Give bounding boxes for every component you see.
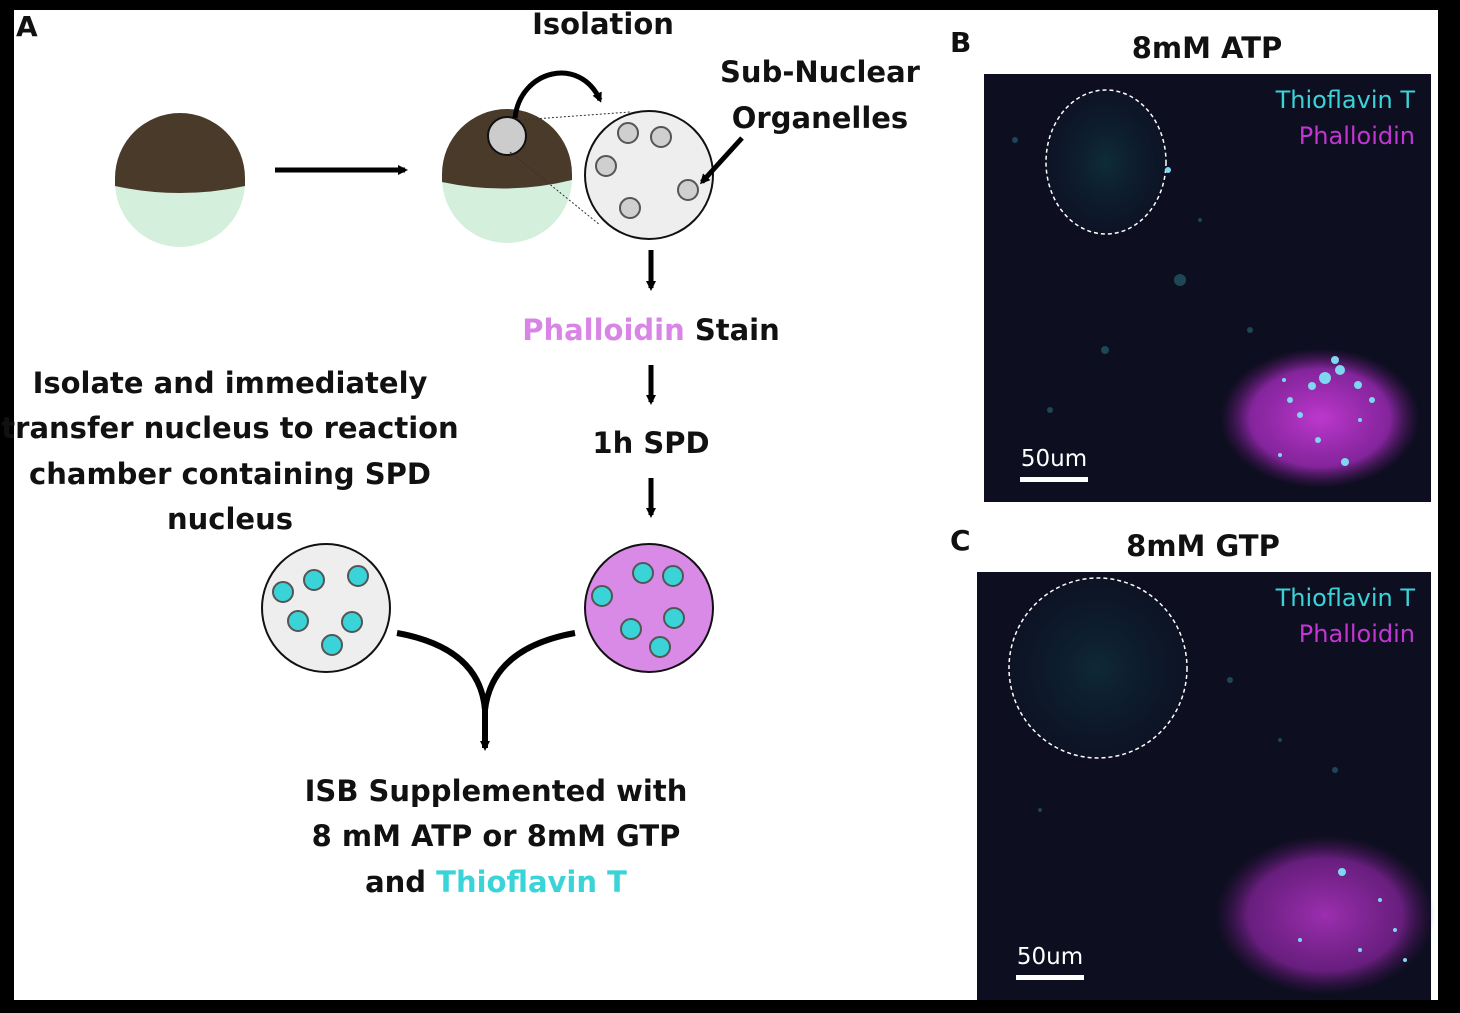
scale-bar-gtp xyxy=(1016,975,1084,980)
panel-b-title: 8mM ATP xyxy=(1132,31,1283,65)
fresh-nucleus xyxy=(261,543,391,673)
spd-label: 1h SPD xyxy=(592,426,709,460)
isolation-label: Isolation xyxy=(532,7,674,41)
stain-word: Stain xyxy=(685,313,780,347)
merge-curve-left xyxy=(396,630,488,711)
background-puncta-gtp xyxy=(1038,677,1338,812)
zoom-line-bottom xyxy=(509,151,601,226)
phalloidin-stain-label: Phalloidin Stain xyxy=(522,313,780,347)
panel-b: B 8mM ATP T xyxy=(950,26,1431,502)
organelles-label-line1: Sub-Nuclear xyxy=(720,55,921,89)
panel-b-label: B xyxy=(950,26,971,59)
legend-thioflavin-atp: Thioflavin T xyxy=(1275,86,1416,114)
dashed-outline-gtp xyxy=(1008,577,1188,759)
scale-bar-label-atp: 50um xyxy=(1021,446,1087,472)
merge-curve-right xyxy=(482,630,576,711)
panel-a: A Isolation Sub-Nu xyxy=(1,7,920,899)
panel-a-label: A xyxy=(16,10,38,43)
isb-text-line2: 8 mM ATP or 8mM GTP xyxy=(312,819,681,853)
panel-c-title: 8mM GTP xyxy=(1126,529,1280,563)
nucleus-isolation xyxy=(442,109,572,243)
isolate-text-line1: Isolate and immediately xyxy=(33,366,428,400)
and-word: and xyxy=(365,865,436,899)
isolate-text-line4: nucleus xyxy=(167,502,293,536)
background-puncta-atp xyxy=(1012,137,1253,413)
legend-thioflavin-gtp: Thioflavin T xyxy=(1275,584,1416,612)
thioflavin-puncta-gtp xyxy=(1298,868,1407,962)
legend-phalloidin-gtp: Phalloidin xyxy=(1299,620,1415,648)
isb-text-line3: and Thioflavin T xyxy=(365,865,627,899)
scale-bar-atp xyxy=(1020,477,1088,482)
phalloidin-signal-atp xyxy=(1220,348,1420,488)
thioflavin-puncta-atp xyxy=(1165,167,1375,466)
isolate-text-line3: chamber containing SPD xyxy=(29,457,431,491)
thioflavin-word: Thioflavin T xyxy=(436,865,627,899)
panel-c-label: C xyxy=(950,524,971,557)
panel-c: C 8mM GTP Thioflavin T Phalloidin 50um xyxy=(950,524,1435,1000)
dashed-outline-atp xyxy=(1045,89,1167,235)
legend-phalloidin-atp: Phalloidin xyxy=(1299,122,1415,150)
zoomed-nucleus xyxy=(584,110,714,240)
isolation-curved-arrow xyxy=(512,70,603,119)
nucleus-intact xyxy=(115,113,245,247)
phalloidin-word: Phalloidin xyxy=(522,313,685,347)
isb-text-line1: ISB Supplemented with xyxy=(305,774,688,808)
organelles-label-line2: Organelles xyxy=(732,101,908,135)
isolate-text-line2: transfer nucleus to reaction xyxy=(1,411,458,445)
organelles-arrow xyxy=(699,136,744,185)
isolated-nucleolus xyxy=(487,116,527,156)
phalloidin-signal-gtp xyxy=(1215,835,1435,995)
stained-spd-nucleus xyxy=(584,543,714,673)
scale-bar-label-gtp: 50um xyxy=(1017,944,1083,970)
